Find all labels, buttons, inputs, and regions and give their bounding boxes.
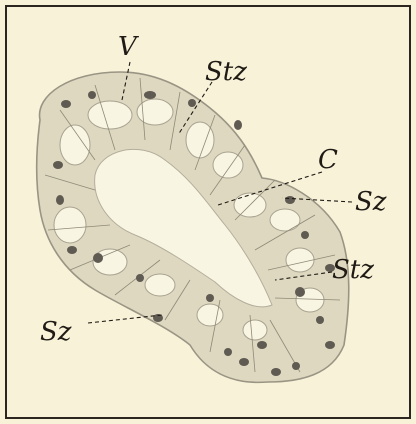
- label-St-top: Stz: [205, 57, 247, 87]
- label-Sz-left: Sz: [40, 317, 72, 347]
- label-C: C: [318, 145, 338, 175]
- label-V: V: [118, 32, 139, 62]
- label-Sz-right: Sz: [355, 187, 387, 217]
- label-St-right: Stz: [332, 255, 374, 285]
